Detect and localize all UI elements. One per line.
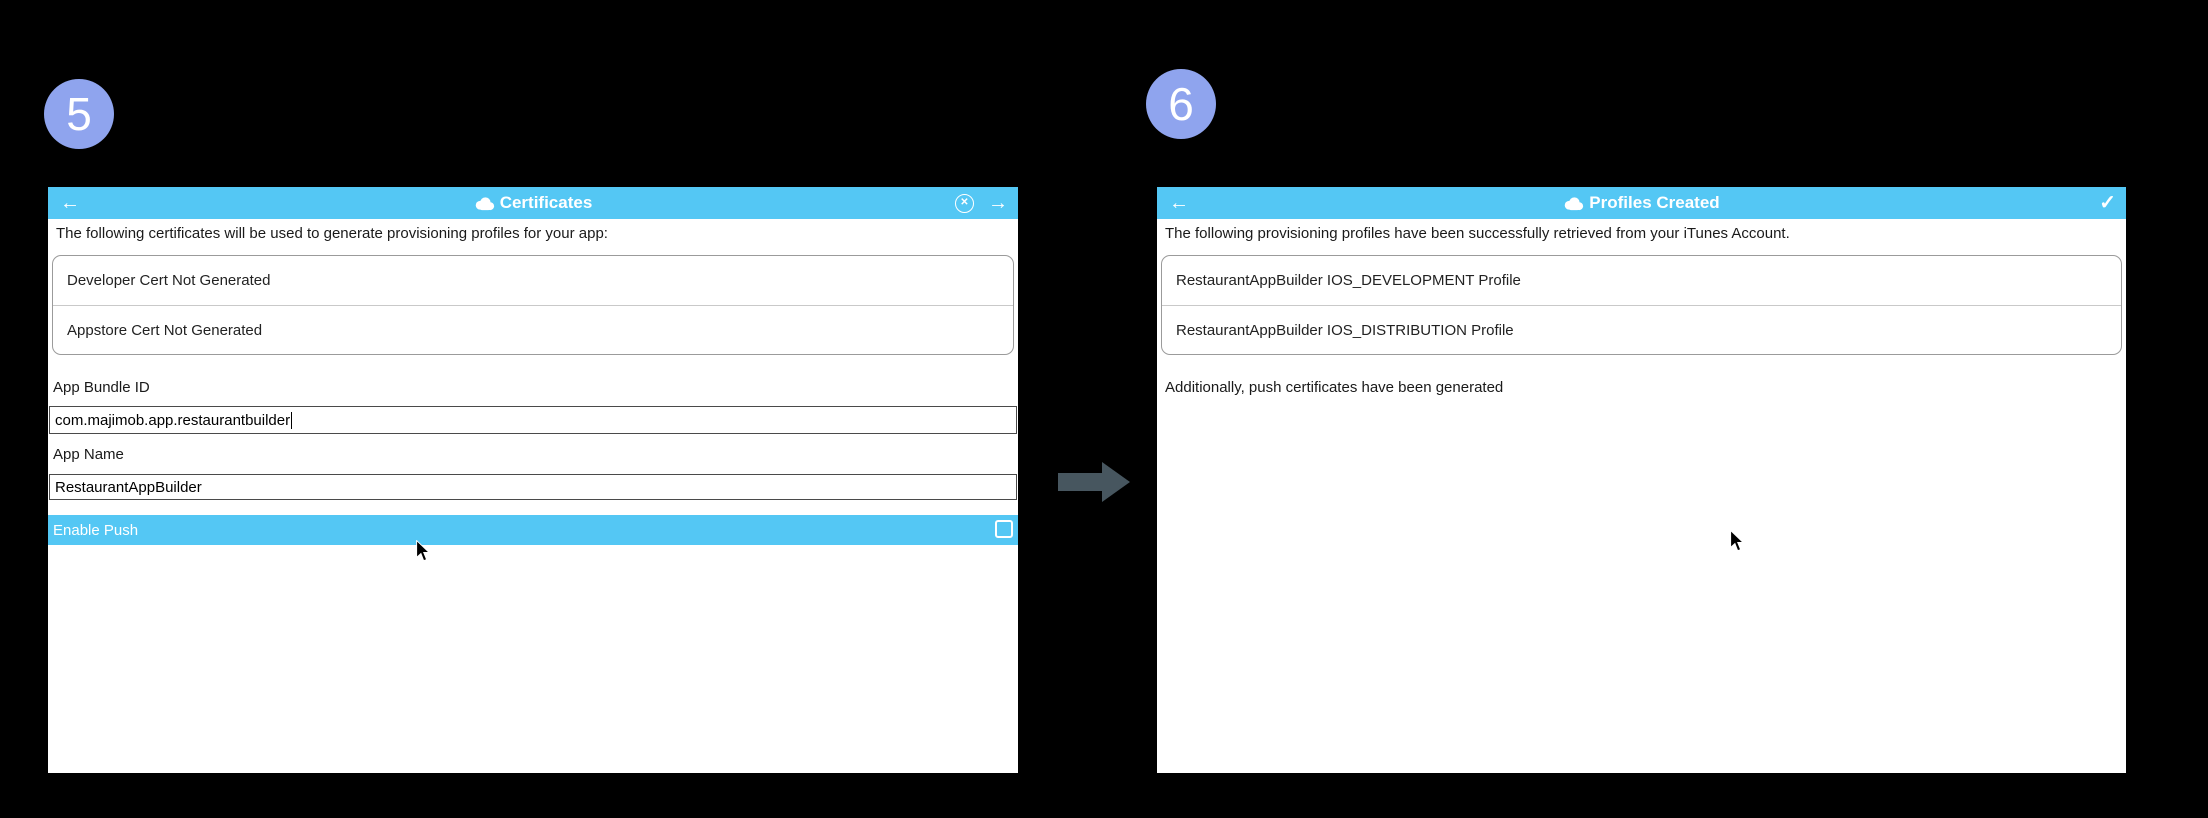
back-arrow-icon[interactable]: ← — [60, 192, 80, 214]
certificates-header-actions: ✕ → — [955, 187, 1008, 219]
list-item-distribution-profile[interactable]: RestaurantAppBuilder IOS_DISTRIBUTION Pr… — [1162, 305, 2121, 355]
app-bundle-id-value: com.majimob.app.restaurantbuilder — [55, 411, 291, 429]
app-name-value: RestaurantAppBuilder — [55, 478, 202, 496]
flow-arrow-icon — [1058, 462, 1130, 502]
close-icon[interactable]: ✕ — [955, 193, 974, 213]
developer-cert-label: Developer Cert Not Generated — [67, 272, 271, 289]
profiles-list: RestaurantAppBuilder IOS_DEVELOPMENT Pro… — [1161, 255, 2122, 355]
enable-push-row[interactable]: Enable Push — [48, 515, 1018, 545]
profiles-intro-text: The following provisioning profiles have… — [1165, 225, 1790, 242]
certificates-intro-text: The following certificates will be used … — [56, 225, 608, 242]
text-caret — [291, 411, 293, 429]
cloud-icon — [474, 196, 495, 211]
enable-push-checkbox[interactable] — [995, 520, 1013, 538]
development-profile-label: RestaurantAppBuilder IOS_DEVELOPMENT Pro… — [1176, 272, 1521, 289]
app-bundle-id-label: App Bundle ID — [53, 379, 150, 396]
profiles-title-group: Profiles Created — [1157, 187, 2126, 219]
step-6-number: 6 — [1168, 78, 1194, 130]
list-item-development-profile[interactable]: RestaurantAppBuilder IOS_DEVELOPMENT Pro… — [1162, 256, 2121, 305]
close-icon-glyph: ✕ — [960, 197, 969, 208]
certificates-title: Certificates — [499, 193, 593, 212]
step-5-number: 5 — [66, 88, 92, 140]
appstore-cert-label: Appstore Cert Not Generated — [67, 322, 263, 339]
certificates-header: ← Certificates ✕ → — [48, 187, 1018, 219]
mouse-cursor — [1730, 530, 1745, 552]
certificates-title-group: Certificates — [48, 187, 1018, 219]
distribution-profile-label: RestaurantAppBuilder IOS_DISTRIBUTION Pr… — [1176, 322, 1514, 339]
profiles-header: ← Profiles Created ✓ — [1157, 187, 2126, 219]
profiles-title: Profiles Created — [1589, 193, 1720, 212]
certificates-list: Developer Cert Not Generated Appstore Ce… — [52, 255, 1014, 355]
mouse-cursor — [416, 540, 431, 562]
profiles-created-panel: ← Profiles Created ✓ The following provi… — [1157, 187, 2126, 773]
step-5-badge: 5 — [44, 79, 114, 149]
back-arrow-icon[interactable]: ← — [1169, 192, 1189, 214]
list-item-developer-cert[interactable]: Developer Cert Not Generated — [53, 256, 1013, 305]
cloud-icon — [1563, 196, 1584, 211]
done-check-icon[interactable]: ✓ — [2099, 192, 2116, 214]
forward-arrow-icon[interactable]: → — [988, 192, 1008, 214]
profiles-header-actions: ✓ — [2099, 187, 2116, 219]
enable-push-label: Enable Push — [53, 521, 139, 539]
app-name-label: App Name — [53, 446, 124, 463]
list-item-appstore-cert[interactable]: Appstore Cert Not Generated — [53, 305, 1013, 355]
app-bundle-id-input[interactable]: com.majimob.app.restaurantbuilder — [49, 406, 1017, 434]
certificates-panel: ← Certificates ✕ → The following c — [48, 187, 1018, 773]
push-certificates-note: Additionally, push certificates have bee… — [1165, 379, 1504, 396]
app-name-input[interactable]: RestaurantAppBuilder — [49, 474, 1017, 500]
step-6-badge: 6 — [1146, 69, 1216, 139]
